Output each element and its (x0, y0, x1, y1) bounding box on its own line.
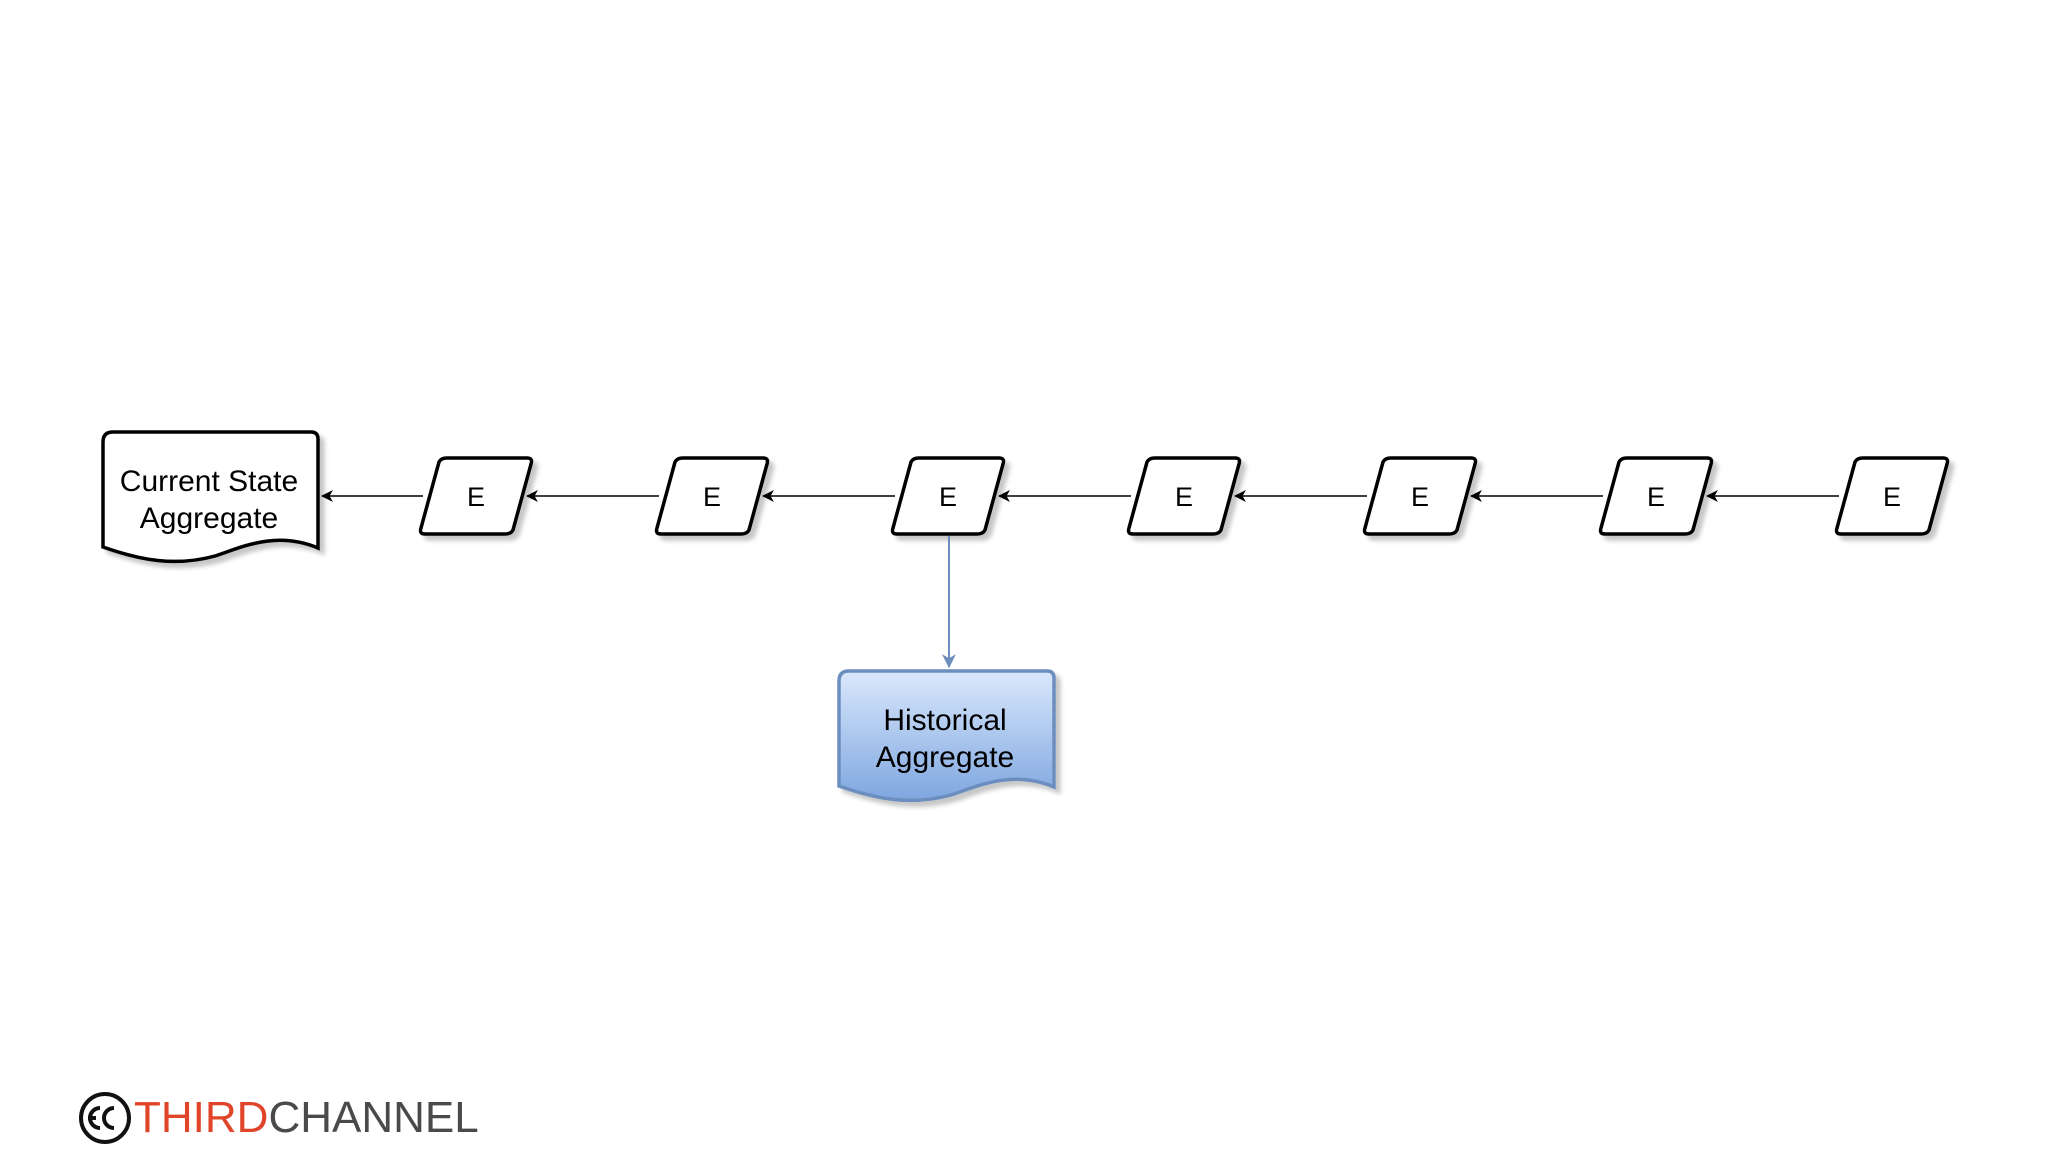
event-label: E (703, 482, 721, 512)
logo-text-third: THIRD (134, 1093, 269, 1142)
event-shape (1598, 456, 1714, 536)
event-shape (1126, 456, 1242, 536)
event-node: E (1126, 456, 1242, 536)
historical-aggregate-line1: Historical (883, 704, 1006, 737)
event-shape (890, 456, 1006, 536)
event-label: E (939, 482, 957, 512)
event-node: E (654, 456, 770, 536)
event-node: E (890, 456, 1006, 536)
current-state-aggregate-line1: Current State (120, 465, 298, 498)
event-label: E (1647, 482, 1665, 512)
event-shape (1362, 456, 1478, 536)
logo-wordmark: THIRDCHANNEL (134, 1088, 479, 1148)
historical-aggregate-line2: Aggregate (876, 741, 1014, 774)
event-node: E (1362, 456, 1478, 536)
event-label: E (467, 482, 485, 512)
historical-aggregate: Historical Aggregate (837, 669, 1056, 803)
event-node: E (1598, 456, 1714, 536)
current-state-aggregate-shape (101, 430, 320, 564)
event-label: E (1175, 482, 1193, 512)
third-channel-logo: THIRDCHANNEL (78, 1088, 479, 1148)
event-shape (418, 456, 534, 536)
event-node: E (418, 456, 534, 536)
current-state-aggregate-line2: Aggregate (140, 502, 278, 535)
logo-text-channel: CHANNEL (268, 1093, 479, 1142)
event-label: E (1883, 482, 1901, 512)
current-state-aggregate: Current State Aggregate (101, 430, 320, 564)
historical-aggregate-shape (837, 669, 1056, 803)
event-label: E (1411, 482, 1429, 512)
event-shape (1834, 456, 1950, 536)
third-channel-logo-icon (79, 1092, 131, 1144)
event-node: E (1834, 456, 1950, 536)
event-shape (654, 456, 770, 536)
